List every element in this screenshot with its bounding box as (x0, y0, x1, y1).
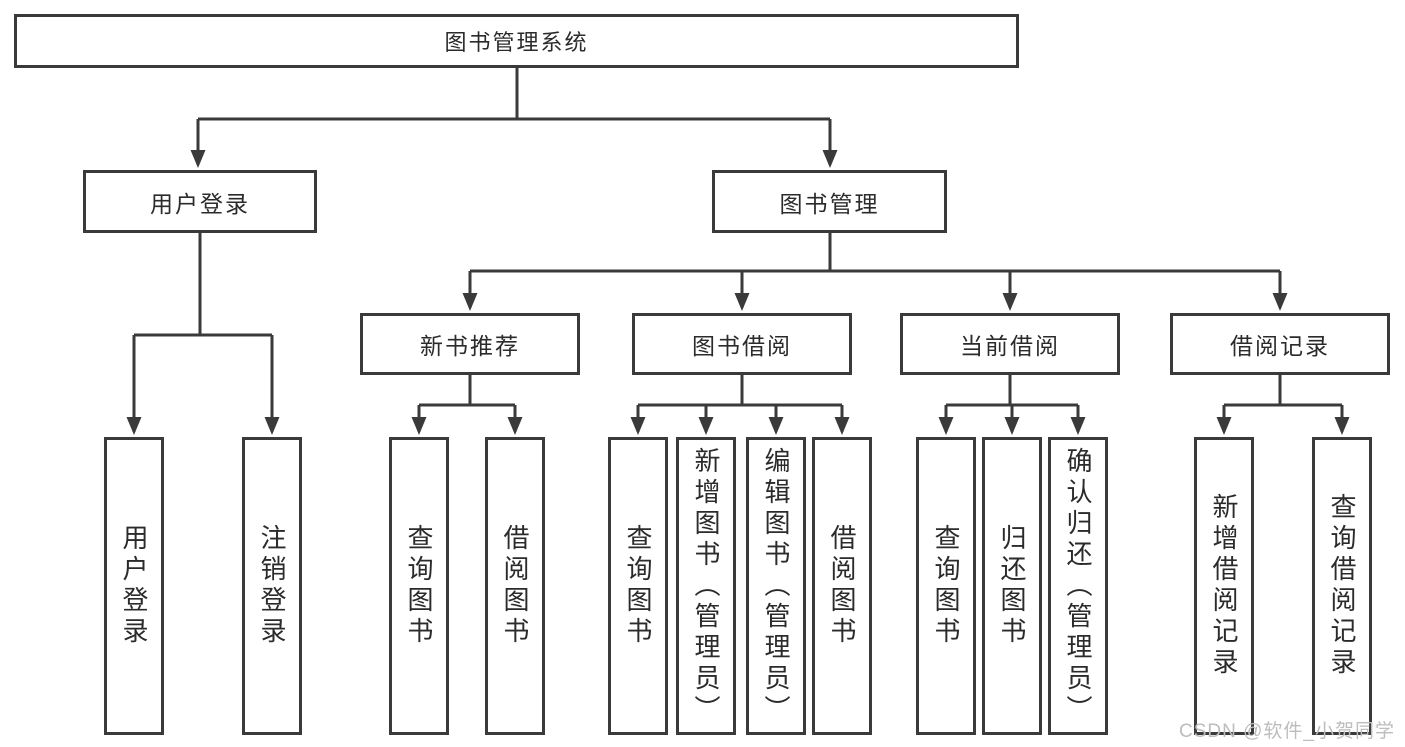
leaf-bb-add-books-admin: 新增图书（管理员） (676, 437, 736, 735)
node-label: 借阅图书 (500, 524, 530, 648)
leaf-user-login: 用户登录 (104, 437, 164, 735)
leaf-cb-return-books: 归还图书 (982, 437, 1042, 735)
node-label: 注销登录 (257, 524, 287, 648)
node-label: 查询图书 (931, 524, 961, 648)
node-label: 用户登录 (119, 524, 149, 648)
node-book-borrow: 图书借阅 (632, 313, 852, 375)
node-label: 查询图书 (404, 524, 434, 648)
node-label: 借阅记录 (1230, 333, 1330, 359)
node-label: 确认归还（管理员） (1063, 446, 1093, 726)
node-label: 用户登录 (150, 190, 250, 217)
node-label: 借阅图书 (827, 524, 857, 648)
leaf-bb-query-books: 查询图书 (608, 437, 668, 735)
leaf-nb-query-books: 查询图书 (389, 437, 449, 735)
node-label: 新增借阅记录 (1209, 493, 1239, 679)
node-label: 图书借阅 (692, 333, 792, 359)
leaf-br-query-record: 查询借阅记录 (1312, 437, 1372, 735)
node-label: 归还图书 (997, 524, 1027, 648)
leaf-cb-query-books: 查询图书 (916, 437, 976, 735)
node-label: 查询图书 (623, 524, 653, 648)
node-new-book-recommend: 新书推荐 (360, 313, 580, 375)
leaf-br-add-record: 新增借阅记录 (1194, 437, 1254, 735)
leaf-logout: 注销登录 (242, 437, 302, 735)
node-label: 编辑图书（管理员） (761, 446, 791, 726)
csdn-watermark: CSDN @软件_小贺同学 (1179, 721, 1395, 742)
node-label: 当前借阅 (960, 333, 1060, 359)
node-label: 新书推荐 (420, 333, 520, 359)
leaf-bb-borrow-books: 借阅图书 (812, 437, 872, 735)
node-label: 查询借阅记录 (1327, 493, 1357, 679)
node-label: 图书管理系统 (444, 30, 589, 55)
node-label: 新增图书（管理员） (691, 446, 721, 726)
node-current-borrow: 当前借阅 (900, 313, 1120, 375)
leaf-nb-borrow-books: 借阅图书 (485, 437, 545, 735)
node-borrow-records: 借阅记录 (1170, 313, 1390, 375)
leaf-cb-confirm-return-admin: 确认归还（管理员） (1048, 437, 1108, 735)
node-root-system: 图书管理系统 (14, 14, 1019, 68)
node-book-management: 图书管理 (712, 170, 947, 233)
node-user-login: 用户登录 (83, 170, 317, 233)
node-label: 图书管理 (779, 190, 880, 217)
leaf-bb-edit-books-admin: 编辑图书（管理员） (746, 437, 806, 735)
